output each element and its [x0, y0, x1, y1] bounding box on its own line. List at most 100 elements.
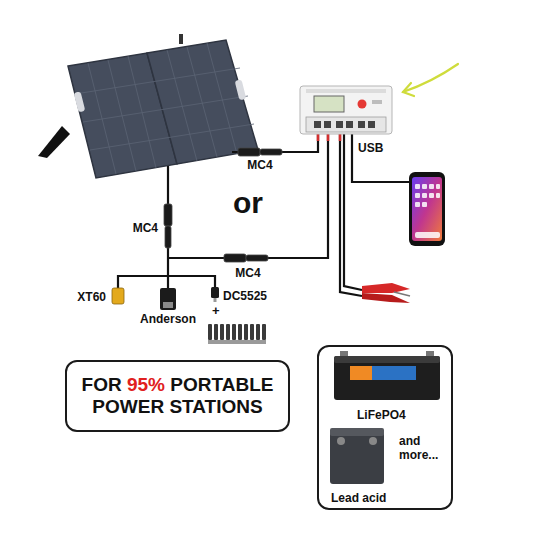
cable: [118, 133, 409, 296]
dc-adapter-tips: [208, 340, 266, 344]
smartphone: [422, 202, 427, 207]
battery-label: LiFePO4: [357, 409, 406, 423]
solar-panel: [235, 79, 247, 100]
mc4-connector: [164, 204, 172, 226]
lifepo4-battery: [350, 366, 416, 380]
dc-adapter-tips: [208, 324, 266, 344]
charge-controller: [314, 121, 321, 128]
solar-panel: [88, 63, 116, 174]
battery-label: Lead acid: [331, 492, 386, 506]
smartphone: [415, 232, 440, 238]
battery-group-box: LiFePO4 and more... Lead acid: [317, 345, 453, 510]
lifepo4-battery: [334, 356, 440, 363]
solar-panel: [74, 91, 86, 112]
charge-controller: [324, 121, 331, 128]
cable: [352, 133, 409, 182]
charge-controller: [336, 121, 343, 128]
cable: [167, 276, 169, 288]
dc-adapter-tips: [214, 324, 218, 340]
smartphone: [415, 184, 420, 189]
note-text: and more...: [399, 435, 447, 463]
connector-label: MC4: [235, 267, 260, 281]
dc-adapter-tips: [226, 324, 230, 340]
charge-controller: [358, 100, 367, 109]
text-line: POWER STATIONS: [92, 396, 262, 418]
smartphone: [422, 193, 427, 198]
solar-panel: [75, 43, 254, 174]
mc4-connector: [238, 148, 260, 156]
anderson-connector: [160, 288, 176, 310]
mc4-connector: [165, 226, 171, 248]
mc4-connector: [224, 254, 246, 262]
charge-controller: [368, 121, 375, 128]
connector-label: MC4: [247, 159, 272, 173]
connector-label: Anderson: [140, 313, 196, 327]
lead-acid-battery: [330, 428, 384, 484]
connector-label: DC5525: [223, 290, 267, 304]
lead-acid-battery: [369, 437, 377, 445]
solar-panel: [38, 34, 258, 178]
smartphone: [429, 193, 434, 198]
charge-controller: [306, 117, 386, 132]
polarity-mark: +: [212, 304, 220, 319]
solar-panel: [179, 34, 183, 44]
dc-adapter-tips: [256, 324, 260, 340]
connector-label: XT60: [77, 291, 106, 305]
anderson-connector: [163, 302, 173, 308]
wire-marker: [327, 134, 330, 141]
port-label: USB: [358, 142, 383, 156]
solar-panel: [38, 126, 70, 158]
smartphone: [409, 172, 445, 246]
solar-panel: [83, 96, 248, 122]
charge-controller: [300, 86, 392, 134]
alternative-word: or: [233, 186, 263, 221]
anderson-connector: [160, 288, 176, 310]
charge-controller: [358, 121, 365, 128]
pointer-arrow: [403, 64, 458, 92]
solar-panel: [147, 40, 258, 164]
text-line: FOR95%PORTABLE: [82, 374, 274, 396]
highlight-number: 95%: [127, 374, 165, 396]
dc5525-plug: [214, 298, 217, 302]
smartphone: [409, 172, 445, 246]
dc-adapter-tips: [262, 324, 266, 340]
cable: [168, 133, 328, 258]
banner-text: FOR: [82, 374, 122, 396]
alligator-clip: [362, 283, 410, 293]
alligator-clip: [394, 292, 410, 296]
dc-adapter-tips: [208, 324, 212, 340]
dc-adapter-tips: [250, 324, 254, 340]
charge-controller: [306, 89, 386, 93]
lead-acid-battery: [337, 437, 345, 445]
connector-label: MC4: [133, 222, 158, 236]
smartphone: [422, 184, 427, 189]
banner-box: FOR95%PORTABLEPOWER STATIONS: [65, 360, 290, 432]
solar-panel: [128, 56, 156, 168]
banner-text: PORTABLE: [170, 374, 273, 396]
charge-controller: [372, 100, 382, 104]
smartphone: [415, 202, 420, 207]
charge-controller: [300, 86, 392, 134]
dc5525-plug: [211, 287, 219, 298]
charge-controller: [314, 96, 344, 112]
wire-marker: [339, 134, 342, 141]
lead-acid-battery: [330, 432, 384, 484]
mc4-connector: [164, 148, 282, 262]
dc-adapter-tips: [244, 324, 248, 340]
lifepo4-battery: [350, 366, 372, 380]
charge-controller: [346, 121, 353, 128]
lifepo4-battery: [334, 351, 440, 400]
lifepo4-battery: [334, 356, 440, 400]
solar-panel: [75, 68, 240, 94]
smartphone: [436, 184, 440, 189]
dc-adapter-tips: [220, 324, 224, 340]
alligator-clip: [362, 293, 410, 303]
charge-controller: [314, 121, 375, 128]
smartphone: [436, 193, 440, 198]
smartphone: [429, 184, 434, 189]
dc-adapter-tips: [232, 324, 236, 340]
solar-panel: [90, 124, 254, 150]
smartphone: [412, 177, 442, 241]
